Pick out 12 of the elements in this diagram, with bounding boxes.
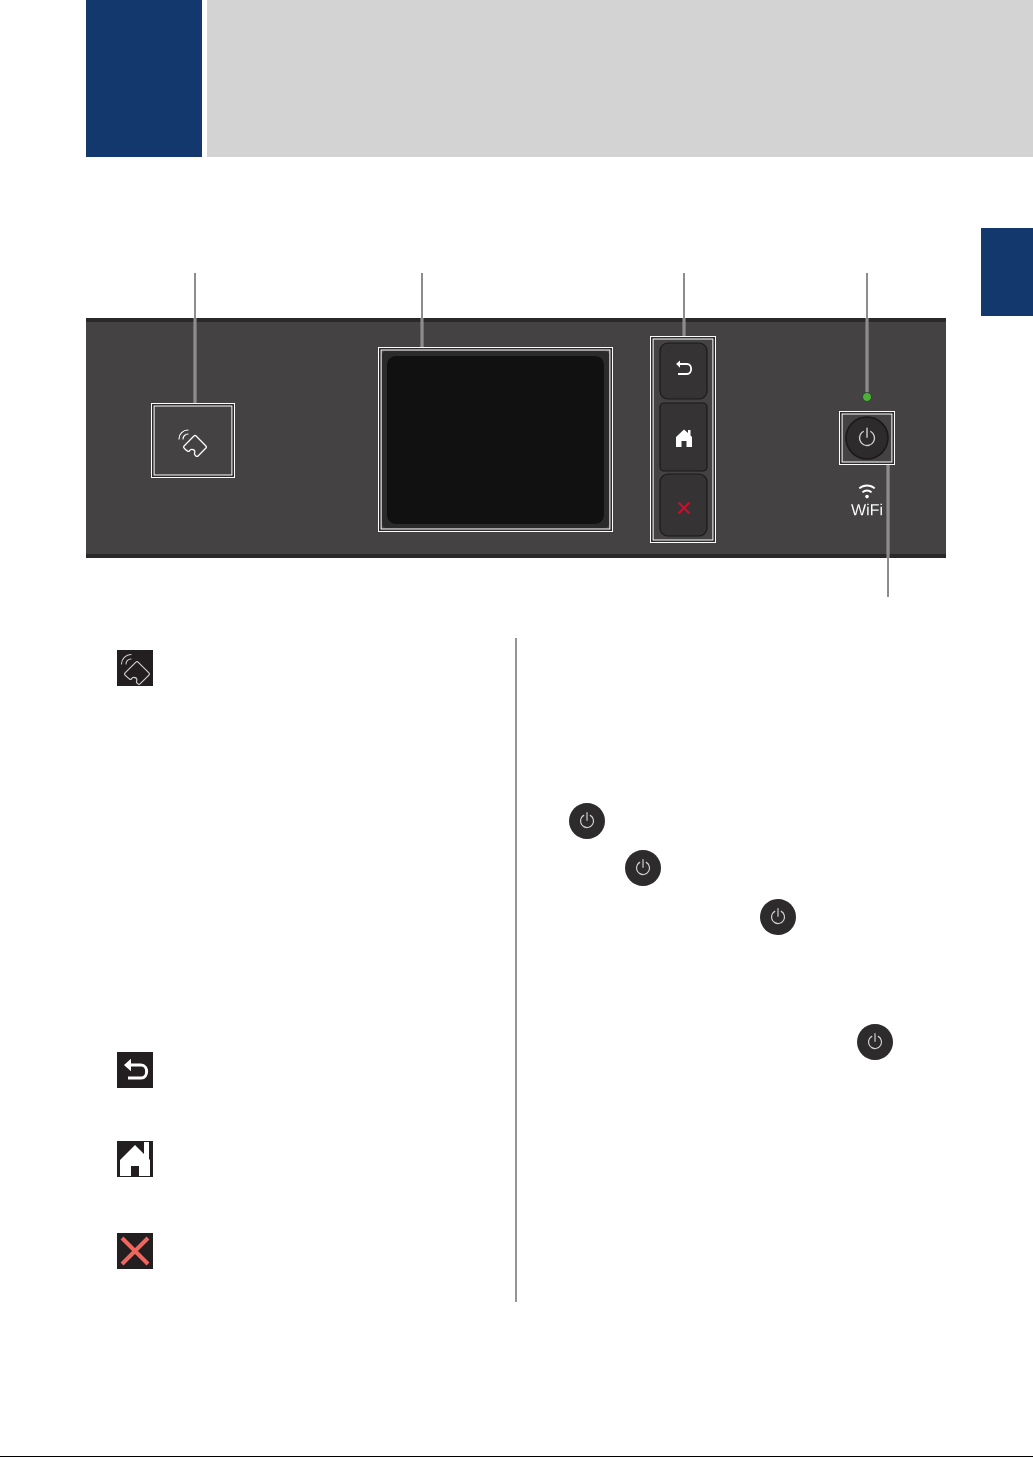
status-led — [862, 392, 872, 402]
button-group-frame — [650, 336, 716, 543]
leader-line — [682, 272, 686, 337]
chapter-tab — [86, 0, 202, 157]
nfc-frame — [151, 403, 235, 478]
leader-line — [420, 272, 424, 348]
leader-line — [865, 272, 869, 393]
side-tab — [981, 228, 1033, 316]
leader-line — [193, 272, 197, 404]
wifi-label: WiFi — [851, 503, 882, 516]
leader-line — [886, 464, 890, 598]
power-button-frame — [839, 411, 895, 465]
